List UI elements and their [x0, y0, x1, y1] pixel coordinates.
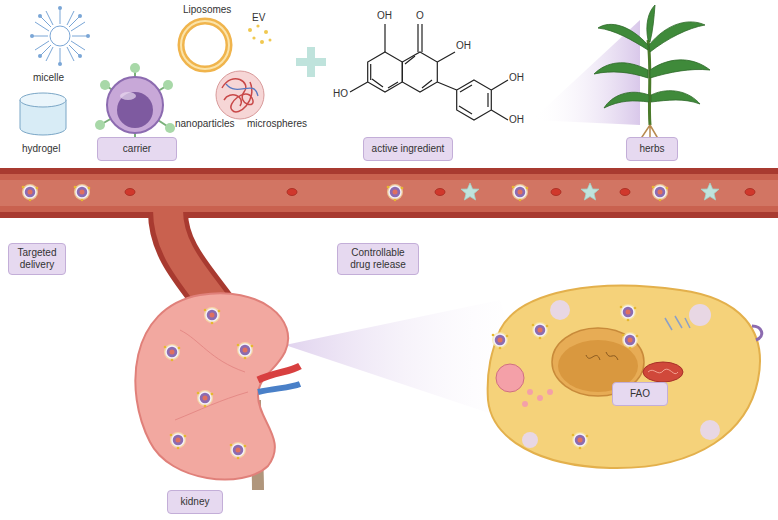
box-text: kidney [181, 496, 210, 508]
box-text: active ingredient [372, 143, 445, 155]
label-box: Controllable drug release [337, 243, 419, 275]
label-box: kidney [167, 490, 223, 514]
part-label: microspheres [247, 118, 307, 130]
label-box: active ingredient [363, 137, 453, 161]
part-label: OH [456, 40, 471, 52]
part-label: EV [252, 12, 265, 24]
box-text: FAO [630, 388, 650, 400]
part-label: Liposomes [183, 4, 231, 16]
part-label: OH [377, 10, 392, 22]
part-label: O [416, 10, 424, 22]
box-text: Targeted delivery [13, 247, 61, 271]
part-label: hydrogel [22, 143, 60, 155]
part-label: HO [333, 88, 348, 100]
box-text: carrier [123, 143, 151, 155]
part-label: OH [509, 114, 524, 126]
part-label: OH [509, 72, 524, 84]
label-box: herbs [626, 137, 678, 161]
label-box: carrier [97, 137, 177, 161]
label-box: FAO [612, 382, 668, 406]
label-box: Targeted delivery [8, 243, 66, 275]
part-label: nanoparticles [175, 118, 234, 130]
part-label: micelle [33, 72, 64, 84]
box-text: Controllable drug release [342, 247, 414, 271]
box-text: herbs [639, 143, 664, 155]
